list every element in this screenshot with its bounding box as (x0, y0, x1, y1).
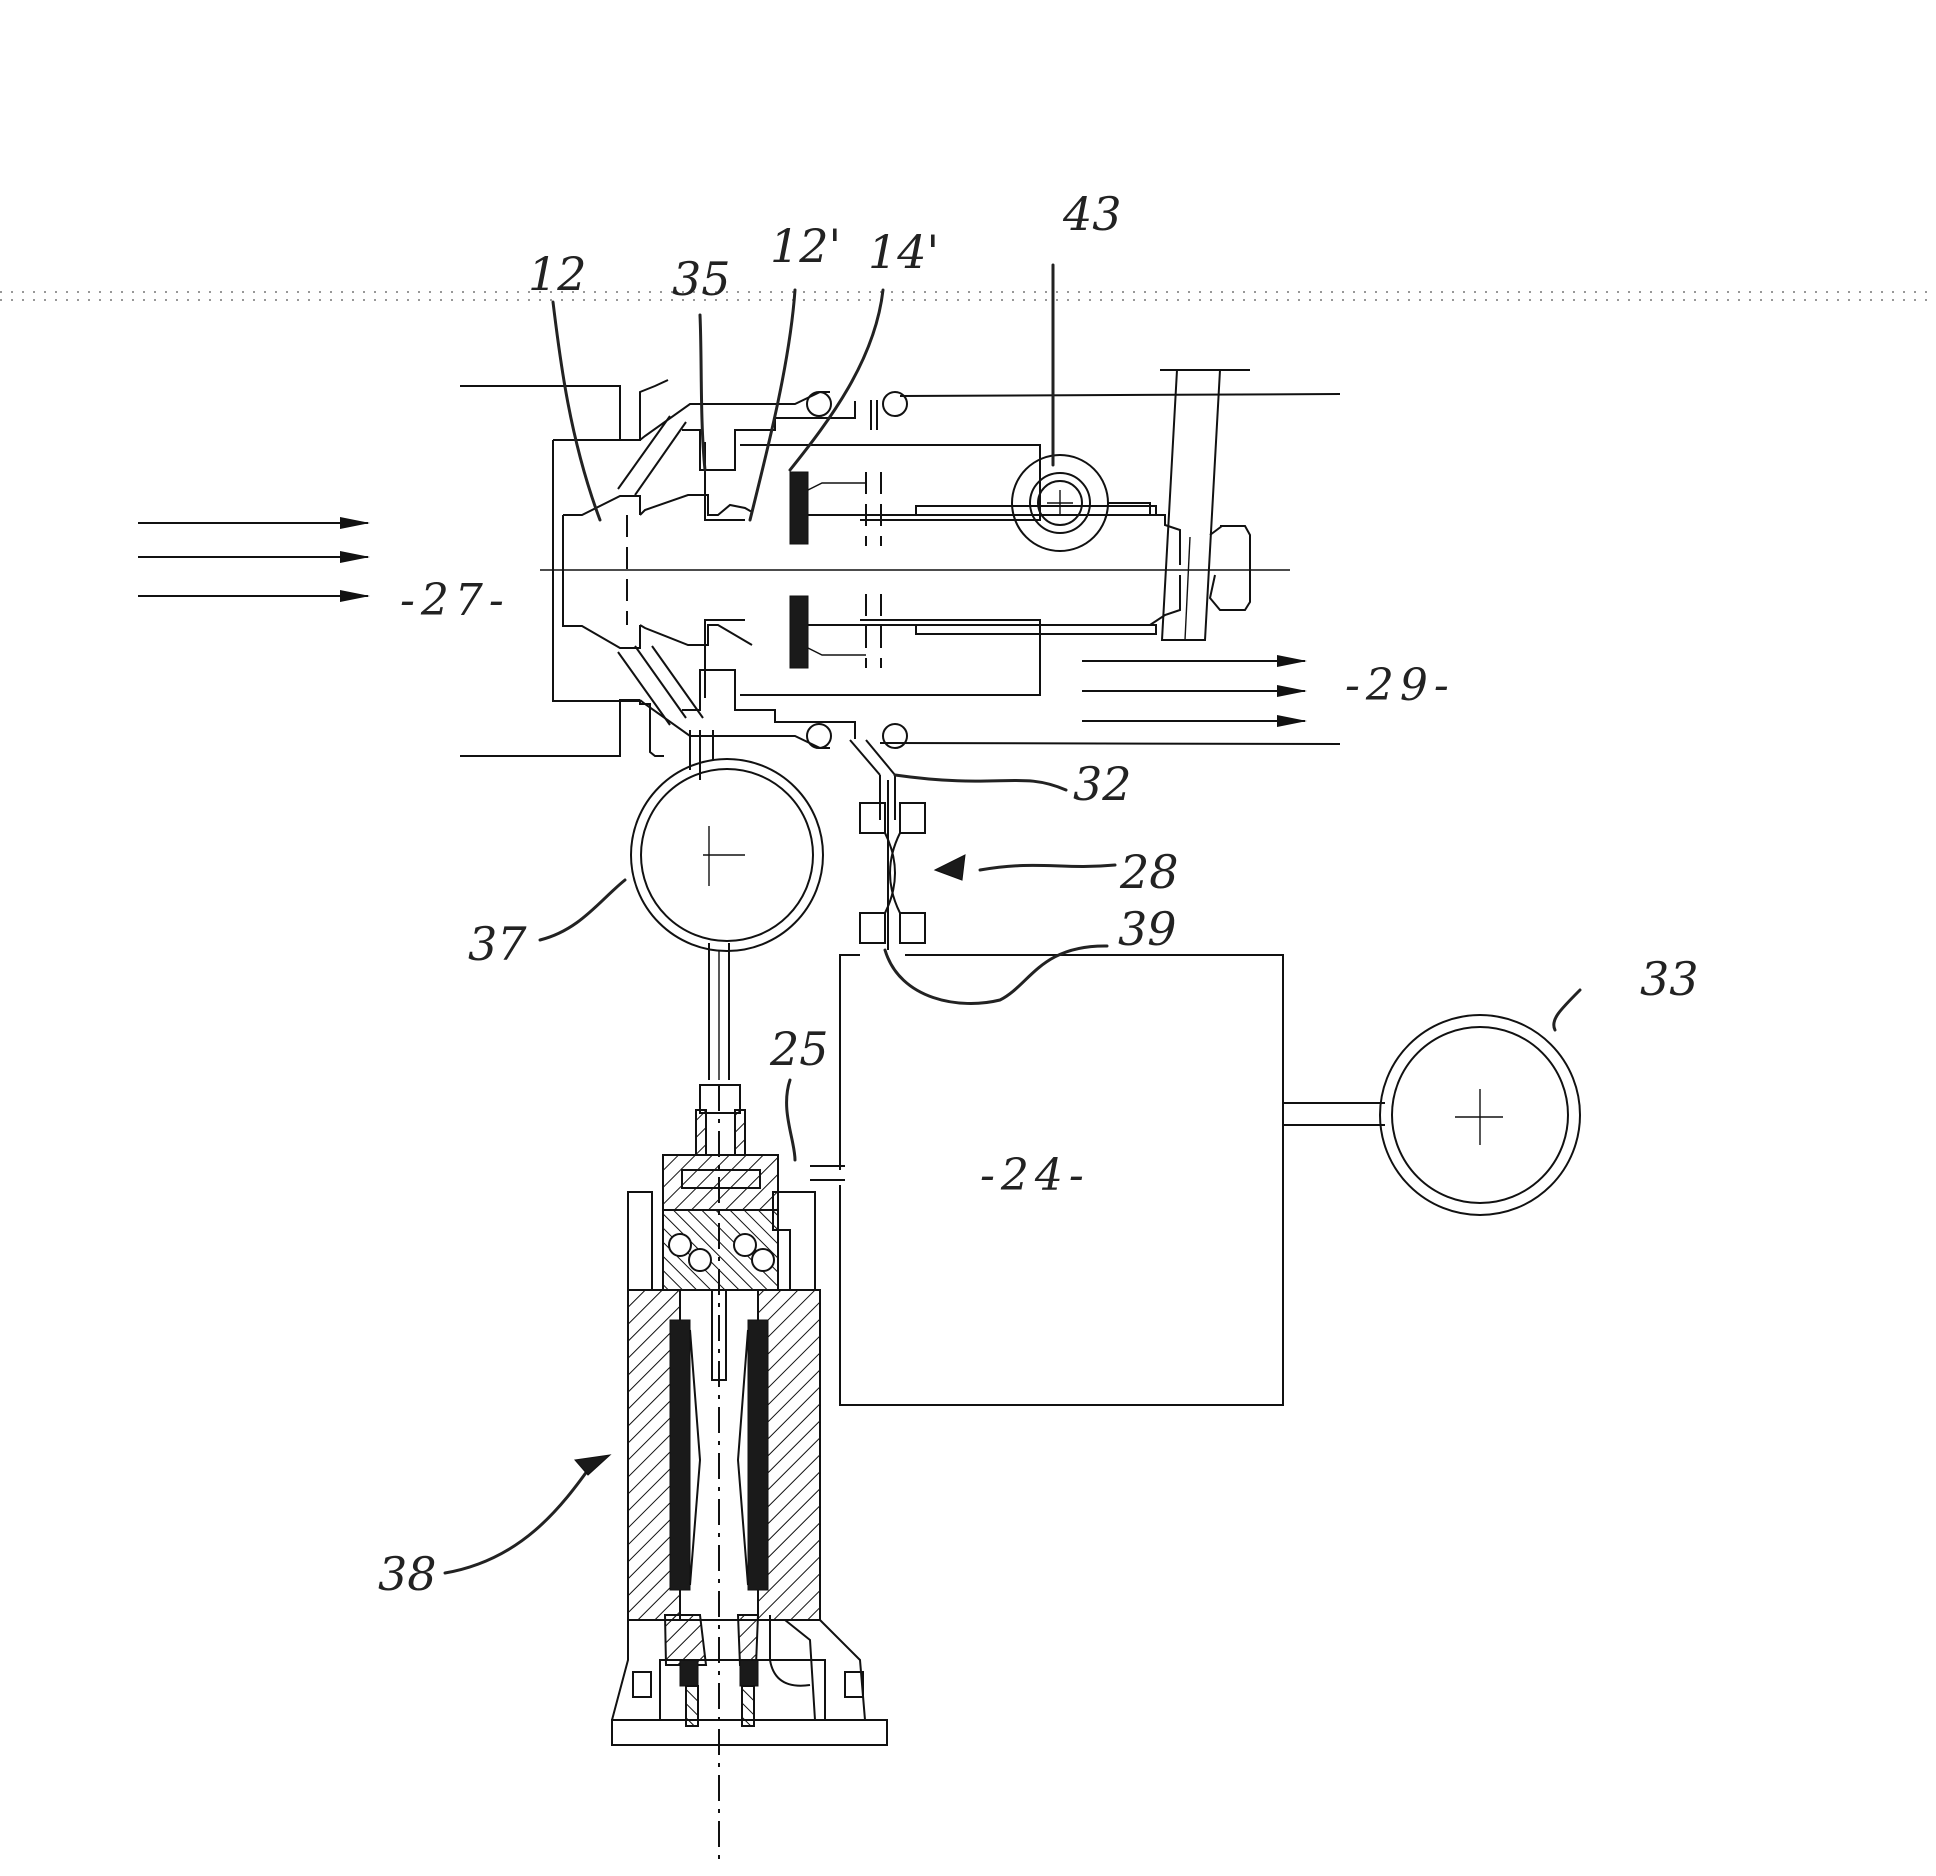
o-ring-upper-left (806, 391, 832, 417)
ref-label-35: 35 (672, 252, 731, 306)
arrow-pointer-28 (933, 854, 966, 881)
ref-label-12: 12 (528, 247, 587, 301)
ball-bearing-icon (668, 1233, 692, 1257)
ref-label-38: 38 (378, 1547, 437, 1601)
ref-label-33: 33 (1640, 952, 1699, 1006)
valve-body (552, 379, 1157, 757)
o-ring-lower-right (882, 723, 908, 749)
ref-label-14-prime: 14' (868, 225, 939, 279)
motor-38 (611, 1084, 888, 1860)
damper-disc-lower (789, 595, 809, 669)
zone-label-chamber: -24- (980, 1150, 1090, 1201)
ball-bearing-icon (688, 1248, 712, 1272)
leader-lines (443, 263, 1582, 1575)
outlet-flow-arrows (1082, 655, 1307, 727)
accumulator-33 (1283, 1014, 1581, 1216)
tank-24 (810, 954, 1284, 1406)
o-ring-lower-left (806, 723, 832, 749)
roller-bearing (1011, 454, 1181, 626)
ref-label-37: 37 (468, 917, 527, 971)
ref-label-39: 39 (1118, 902, 1177, 956)
check-valve-28 (849, 739, 926, 950)
ball-bearing-icon (751, 1248, 775, 1272)
reference-numbers: 12 35 12' 14' 43 32 28 39 37 33 25 38 (378, 187, 1699, 1601)
inlet-flow-arrows (138, 517, 370, 602)
o-ring-upper-right (882, 391, 908, 417)
ref-label-28: 28 (1119, 845, 1179, 899)
ref-label-25: 25 (769, 1022, 829, 1076)
ref-label-43: 43 (1062, 187, 1122, 241)
ref-label-32: 32 (1073, 757, 1132, 811)
ref-label-12-prime: 12' (770, 219, 841, 273)
actuator-lever (1160, 369, 1251, 641)
ball-bearing-icon (733, 1233, 757, 1257)
damper-disc-upper (789, 471, 809, 545)
zone-label-inlet: -27- (400, 575, 510, 626)
pump-37 (630, 730, 824, 1080)
zone-label-outlet: -29- (1345, 660, 1455, 711)
arrow-pointer-38 (574, 1454, 612, 1476)
